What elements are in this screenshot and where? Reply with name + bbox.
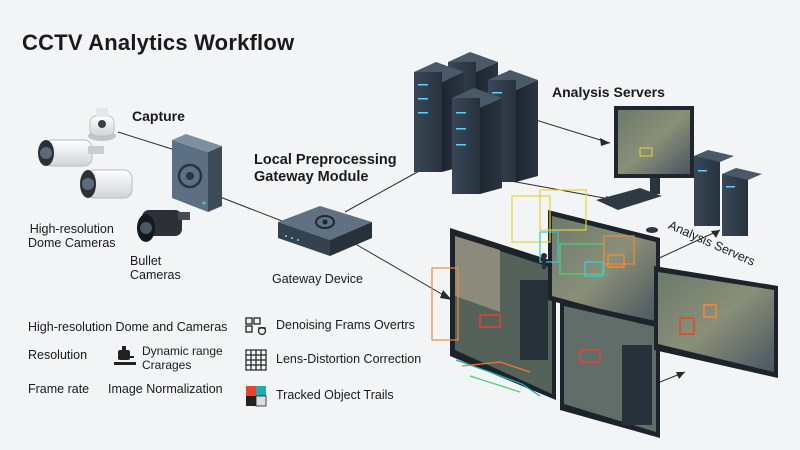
feature-right-2: Lens-Distortion Correction	[276, 352, 422, 366]
dome-cameras-label: High-resolution Dome Cameras	[28, 222, 116, 250]
denoise-icon	[245, 317, 267, 336]
analysis-servers-label-top: Analysis Servers	[552, 84, 665, 100]
feature-mid-1: Dynamic range	[142, 344, 223, 358]
dynamic-range-icon	[114, 346, 136, 365]
feature-right-3: Tracked Object Trails	[276, 388, 394, 402]
grid-icon	[245, 349, 267, 371]
capture-label: Capture	[132, 108, 185, 124]
trails-icon	[246, 386, 267, 407]
bullet-cameras-label: Bullet Cameras	[130, 254, 181, 282]
object-trails	[455, 359, 541, 397]
bullet-cameras-line-2: Cameras	[130, 268, 181, 282]
page-title: CCTV Analytics Workflow	[22, 30, 295, 55]
feature-mid-3: Image Normalization	[108, 382, 223, 396]
gateway-module-line-2: Gateway Module	[254, 169, 369, 185]
dome-cameras-line-1: High-resolution	[29, 222, 114, 236]
side-servers	[694, 150, 762, 236]
feature-mid-2: Crarages	[142, 358, 192, 372]
gateway-device-label: Gateway Device	[272, 272, 364, 286]
connector-capture-module	[117, 131, 176, 151]
gateway-module-label: Local Preprocessing Gateway Module	[254, 152, 397, 186]
preprocessing-module	[172, 134, 222, 212]
connector-gateway-servers	[344, 164, 431, 213]
feature-left-3: Frame rate	[28, 382, 90, 396]
tracking-boxes	[431, 189, 635, 341]
gateway-module-line-1: Local Preprocessing	[254, 152, 397, 168]
server-rack	[452, 88, 502, 194]
monitor-wall	[431, 189, 778, 438]
workstation	[596, 106, 694, 233]
dome-camera-top	[88, 108, 116, 141]
feature-right-1: Denoising Frams Overtrs	[276, 318, 415, 332]
server-rack-cluster	[414, 52, 538, 194]
monitor-left	[450, 228, 556, 400]
bullet-camera-1	[38, 139, 104, 167]
monitor-right	[654, 266, 778, 378]
bullet-camera-3	[137, 210, 190, 242]
dome-cameras-line-2: Dome Cameras	[28, 236, 116, 250]
connector-gateway-monitors	[351, 241, 453, 301]
connector-side-servers	[654, 229, 721, 261]
gateway-device	[278, 206, 372, 256]
bullet-camera-2	[80, 169, 133, 199]
feature-left-1: High-resolution Dome and Cameras	[28, 320, 228, 334]
feature-left-2: Resolution	[28, 348, 88, 362]
bullet-cameras-line-1: Bullet	[130, 254, 162, 268]
pedestrian-marker	[541, 253, 547, 269]
monitor-bottom	[560, 300, 660, 438]
